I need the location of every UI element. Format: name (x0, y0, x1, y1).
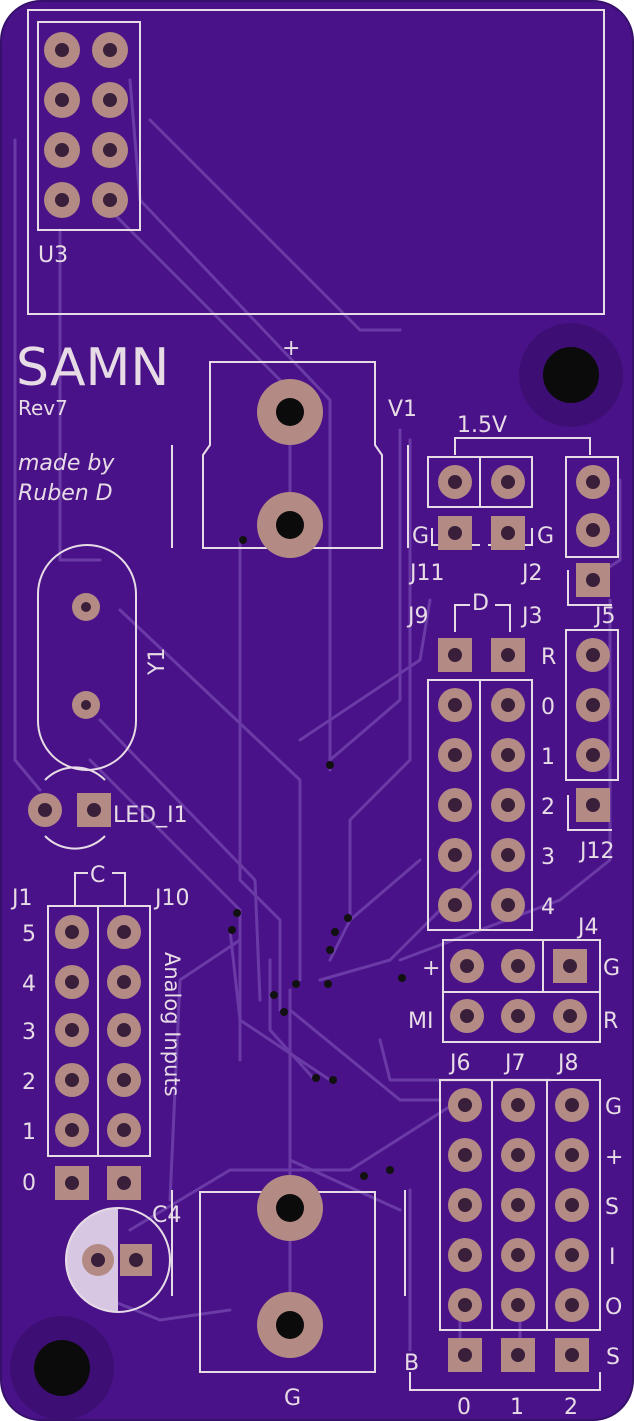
credit-line-2: Ruben D (18, 481, 113, 506)
analog-header-pads (55, 915, 141, 1200)
label-analog-4: 4 (22, 972, 36, 997)
label-analog-2: 2 (22, 1070, 36, 1095)
label-b: B (404, 1351, 419, 1376)
label-analog-1: 1 (22, 1120, 36, 1145)
label-servo-plus: + (605, 1145, 623, 1170)
label-analog-3: 3 (22, 1020, 36, 1045)
label-j7: J7 (503, 1051, 526, 1076)
power-jack-pads (257, 1175, 323, 1358)
label-j4: J4 (576, 915, 599, 940)
label-bottom-0: 0 (457, 1395, 471, 1420)
label-c4: C4 (152, 1203, 181, 1228)
v1-regulator-pads (257, 379, 323, 558)
j5-pads (576, 465, 610, 597)
label-j3: J3 (520, 604, 543, 629)
label-d: D (472, 591, 489, 616)
label-g-left: G (412, 524, 429, 549)
label-row-0: 0 (541, 695, 555, 720)
label-analog-5: 5 (22, 922, 36, 947)
digital-header-pads (438, 688, 525, 922)
j9-j3-pads (438, 638, 525, 672)
vias (228, 536, 406, 1180)
board-title: SAMN (16, 338, 169, 398)
label-g-mid: G (603, 956, 620, 981)
label-bottom-1: 1 (510, 1395, 524, 1420)
label-servo-g: G (605, 1095, 622, 1120)
label-mi: MI (408, 1009, 433, 1034)
label-v1: V1 (388, 397, 417, 422)
mounting-holes (10, 323, 623, 1420)
label-r-top: R (541, 645, 556, 670)
label-servo-i: I (609, 1245, 616, 1270)
label-j5: J5 (593, 604, 616, 629)
board-revision: Rev7 (18, 396, 68, 420)
label-j6: J6 (448, 1051, 471, 1076)
label-u3: U3 (38, 243, 68, 268)
label-j1: J1 (10, 886, 33, 911)
u3-pads (44, 32, 128, 218)
label-g-right: G (537, 524, 554, 549)
label-row-4: 4 (541, 895, 555, 920)
servo-header-pads (448, 1088, 589, 1372)
label-servo-s: S (605, 1195, 619, 1220)
label-row-1: 1 (541, 745, 555, 770)
label-plus-top: + (282, 336, 300, 361)
label-c: C (90, 863, 105, 888)
label-j12: J12 (578, 839, 614, 864)
label-j9: J9 (406, 604, 429, 629)
label-bottom-2: 2 (564, 1395, 578, 1420)
j4-mi-pads (450, 949, 587, 1033)
label-j8: J8 (556, 1051, 579, 1076)
label-r-mid: R (603, 1009, 618, 1034)
label-bottom-s: S (606, 1345, 620, 1370)
label-j11: J11 (408, 561, 444, 586)
j11-j2-pads (438, 465, 525, 550)
label-g-bottom: G (284, 1386, 301, 1411)
copper-traces (13, 78, 622, 1352)
label-y1: Y1 (145, 648, 170, 676)
label-j2: J2 (520, 561, 543, 586)
label-led: LED_I1 (113, 803, 188, 828)
label-servo-o: O (605, 1295, 622, 1320)
label-row-3: 3 (541, 845, 555, 870)
credit-line-1: made by (18, 451, 115, 476)
y1-crystal-pads (72, 593, 100, 719)
c4-capacitor-pads (82, 1244, 152, 1276)
label-analog-0: 0 (22, 1171, 36, 1196)
label-plus-mid: + (422, 956, 440, 981)
j12-pads (576, 638, 610, 822)
label-row-2: 2 (541, 795, 555, 820)
label-analog-inputs: Analog Inputs (160, 952, 184, 1097)
led-pads (28, 793, 111, 827)
label-1-5v: 1.5V (457, 413, 507, 438)
label-j10: J10 (153, 886, 189, 911)
